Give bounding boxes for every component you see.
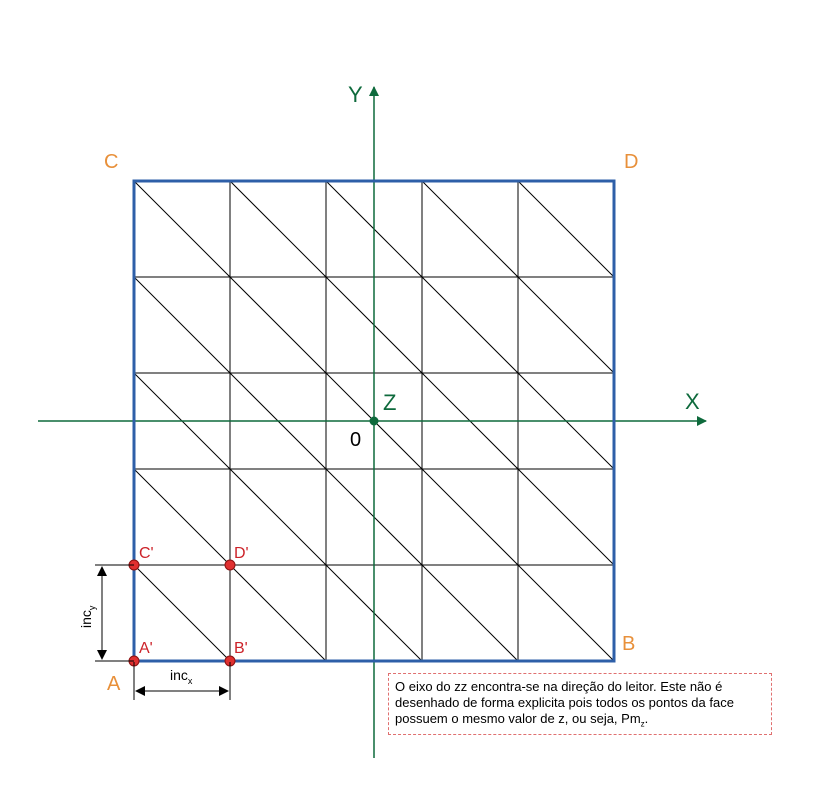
origin-label: 0 xyxy=(350,429,361,451)
note-text: O eixo do zz encontra-se na direção do l… xyxy=(395,679,734,726)
note-box: O eixo do zz encontra-se na direção do l… xyxy=(388,673,772,735)
triangle-diagonal xyxy=(421,468,519,566)
triangle-diagonal xyxy=(133,468,231,566)
corner-label-d: D xyxy=(624,151,638,173)
point-label-b-prime: B' xyxy=(234,640,248,657)
triangle-diagonal xyxy=(229,468,327,566)
inc-y-label: incy xyxy=(78,605,97,628)
triangle-diagonal xyxy=(421,276,519,374)
point-label-c-prime: C' xyxy=(139,545,154,562)
inc-x-label: incx xyxy=(170,667,193,686)
triangle-diagonal xyxy=(517,564,615,662)
corner-label-a: A xyxy=(107,673,121,695)
note-end: . xyxy=(644,711,649,726)
point-label-a-prime: A' xyxy=(139,640,153,657)
point-label-d-prime: D' xyxy=(234,545,249,562)
triangle-diagonal xyxy=(421,180,519,278)
triangle-diagonal xyxy=(133,180,231,278)
square-border xyxy=(132,179,616,663)
triangle-diagonal xyxy=(229,180,327,278)
corner-label-c: C xyxy=(104,151,118,173)
triangle-diagonal xyxy=(133,276,231,374)
triangle-diagonal xyxy=(517,276,615,374)
origin-point xyxy=(369,416,379,426)
y-axis-label: Y xyxy=(348,82,363,107)
point-d-prime xyxy=(224,559,236,571)
corner-label-b: B xyxy=(622,633,635,655)
note-subscript: z xyxy=(640,719,645,729)
z-axis-label: Z xyxy=(383,390,396,415)
triangle-diagonal xyxy=(517,468,615,566)
triangle-diagonal xyxy=(229,564,327,662)
x-axis-label: X xyxy=(685,389,700,414)
triangle-diagonal xyxy=(517,180,615,278)
triangle-diagonal xyxy=(229,276,327,374)
triangle-diagonal xyxy=(421,564,519,662)
triangle-diagonal xyxy=(133,564,231,662)
